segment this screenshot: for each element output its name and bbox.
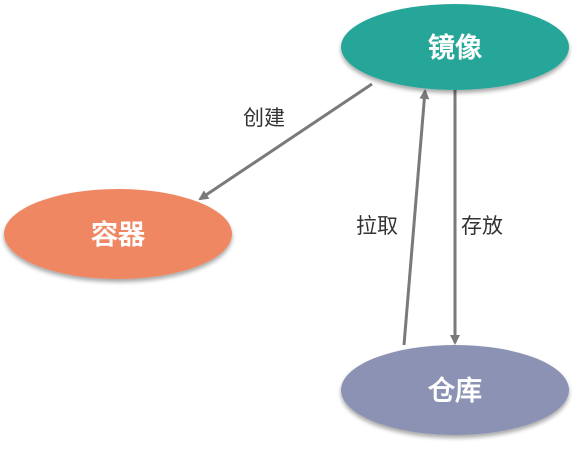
repository-node[interactable]: 仓库 <box>341 345 569 435</box>
create-arrow <box>198 82 373 201</box>
repository-node-label: 仓库 <box>427 376 482 407</box>
store-edge-label: 存放 <box>461 214 503 238</box>
image-node-label: 镜像 <box>428 33 482 64</box>
image-node-shape <box>341 4 569 90</box>
pull-arrow <box>402 89 430 346</box>
container-node-shape <box>4 189 232 279</box>
image-node[interactable]: 镜像 <box>341 4 569 90</box>
create-edge-label: 创建 <box>243 106 285 130</box>
container-node[interactable]: 容器 <box>4 189 232 279</box>
container-node-label: 容器 <box>91 219 146 251</box>
repository-node-shape <box>341 345 569 435</box>
pull-edge-label: 拉取 <box>356 214 398 238</box>
